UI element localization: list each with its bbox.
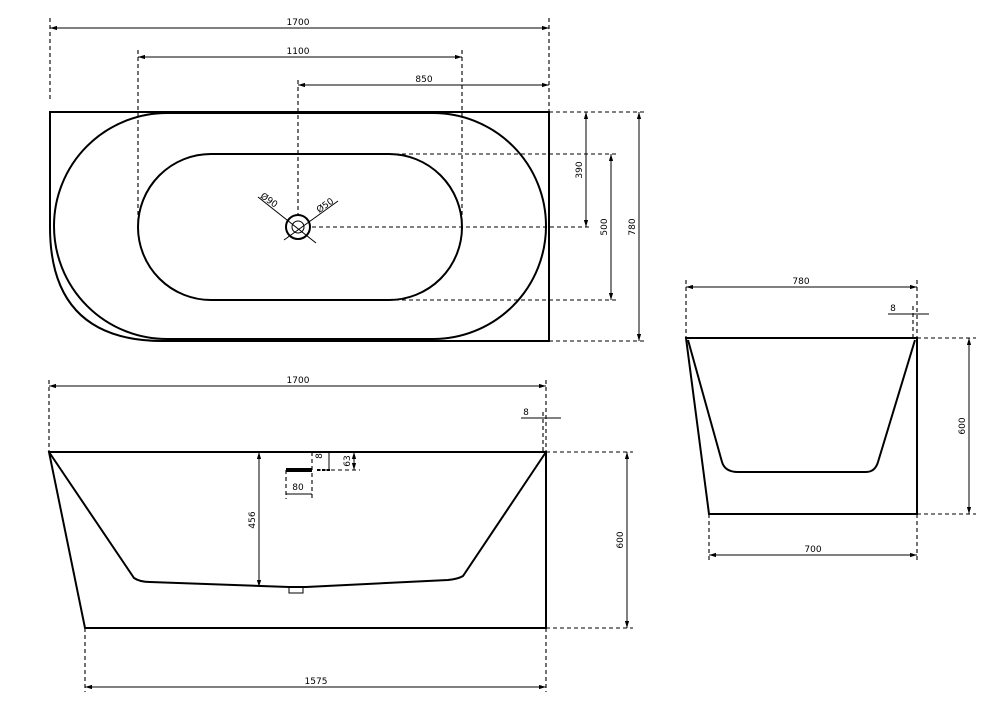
dim-456-label: 456 (248, 511, 258, 528)
dim-1100-label: 1100 (287, 47, 310, 57)
front-inner-basin (48, 451, 547, 588)
dim-500-label: 500 (600, 218, 610, 235)
dim-390-label: 390 (575, 161, 585, 178)
side-view: 780 8 600 700 (684, 277, 976, 561)
side-outer-outline (684, 337, 918, 515)
dim-side-8-label: 8 (890, 304, 896, 314)
top-rim-outline (53, 112, 547, 340)
top-outer-outline (49, 111, 550, 342)
front-outer-outline (47, 451, 547, 629)
drain-diameter-50-label: Ø50 (315, 196, 337, 216)
side-inner-basin (687, 339, 916, 473)
dim-side-780-label: 780 (792, 277, 809, 287)
drain-diameter-90-label: Ø90 (258, 191, 280, 211)
dim-overflow-gap-label: 8 (315, 453, 325, 459)
dim-front-8-label: 8 (523, 408, 529, 418)
dim-overflow-63-label: 63 (343, 455, 353, 466)
dim-side-700-label: 700 (804, 545, 821, 555)
dim-780-label: 780 (628, 218, 638, 235)
front-drain (288, 586, 304, 594)
dim-1700-label: 1700 (287, 18, 310, 28)
dim-side-600-label: 600 (958, 417, 968, 434)
dim-front-600-label: 600 (616, 531, 626, 548)
top-view: Ø90 Ø50 1700 1100 850 390 500 780 (49, 18, 645, 342)
front-view: 1700 8 8 63 80 456 600 1575 (47, 376, 633, 692)
dim-850-label: 850 (415, 75, 432, 85)
dim-front-1700-label: 1700 (287, 376, 310, 386)
dim-overflow-80-label: 80 (292, 483, 304, 493)
dim-1575-label: 1575 (305, 677, 328, 687)
